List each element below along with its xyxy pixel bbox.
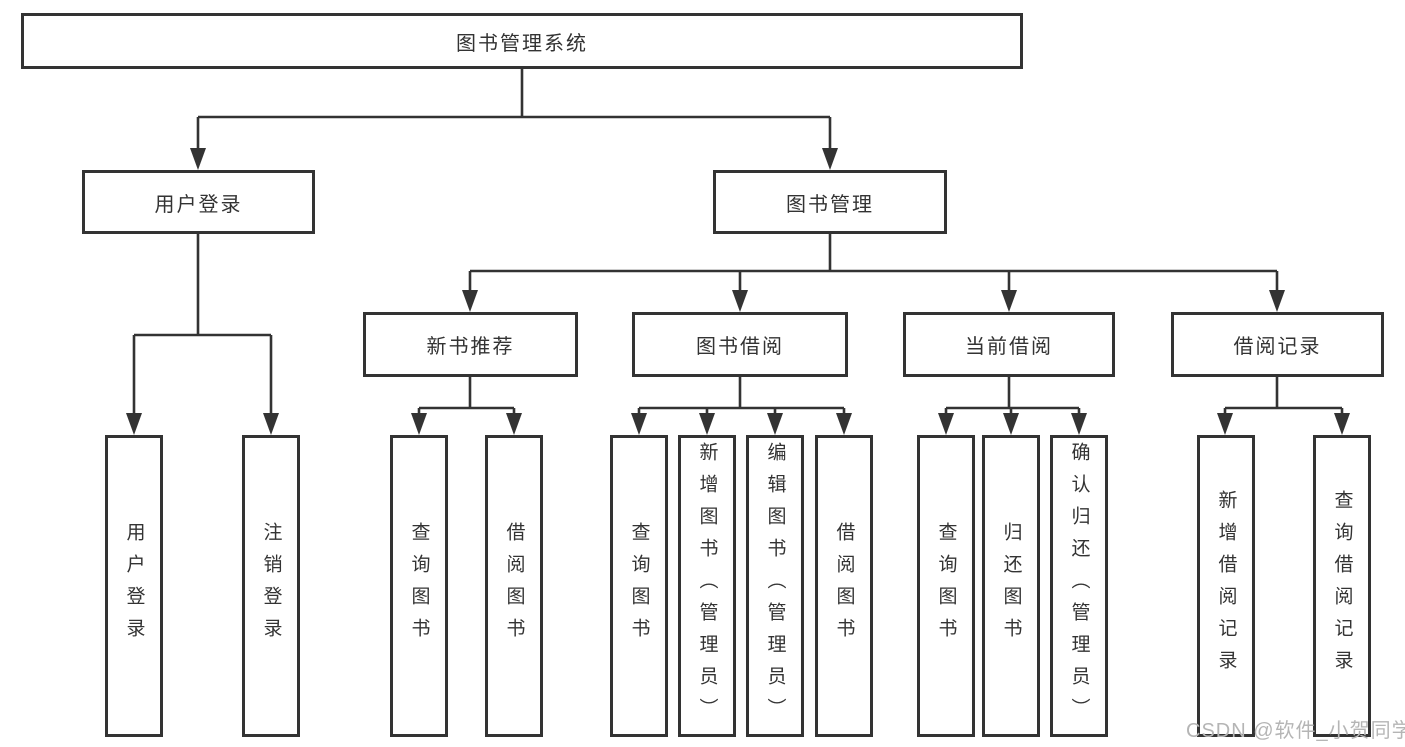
- leaf-return-books-label: 归还图书: [1000, 522, 1022, 650]
- node-book-borrowing-label: 图书借阅: [696, 336, 784, 358]
- node-root-label: 图书管理系统: [456, 32, 588, 55]
- leaf-query-books-1: 查询图书: [390, 435, 448, 737]
- node-user-login-label: 用户登录: [154, 193, 243, 216]
- leaf-add-borrow-record: 新增借阅记录: [1197, 435, 1255, 737]
- leaf-borrow-books-2-label: 借阅图书: [833, 522, 855, 650]
- leaf-add-books-admin: 新增图书（管理员）: [678, 435, 736, 737]
- leaf-confirm-return-admin-label: 确认归还（管理员）: [1068, 442, 1090, 730]
- node-book-borrowing: 图书借阅: [632, 312, 848, 377]
- leaf-user-login-label: 用户登录: [123, 522, 145, 650]
- leaf-borrow-books-1-label: 借阅图书: [503, 522, 525, 650]
- leaf-query-borrow-record-label: 查询借阅记录: [1331, 490, 1353, 682]
- leaf-user-login: 用户登录: [105, 435, 163, 737]
- csdn-watermark: CSDN @软件_小贺同学: [1186, 720, 1405, 742]
- node-new-book-recommend: 新书推荐: [363, 312, 578, 377]
- leaf-return-books: 归还图书: [982, 435, 1040, 737]
- node-root: 图书管理系统: [21, 13, 1023, 69]
- leaf-query-books-3-label: 查询图书: [935, 522, 957, 650]
- node-book-management: 图书管理: [713, 170, 947, 234]
- leaf-query-books-1-label: 查询图书: [408, 522, 430, 650]
- leaf-logout: 注销登录: [242, 435, 300, 737]
- leaf-logout-label: 注销登录: [260, 522, 282, 650]
- leaf-edit-books-admin-label: 编辑图书（管理员）: [764, 442, 786, 730]
- leaf-query-books-2: 查询图书: [610, 435, 668, 737]
- node-current-borrowing: 当前借阅: [903, 312, 1115, 377]
- leaf-confirm-return-admin: 确认归还（管理员）: [1050, 435, 1108, 737]
- leaf-borrow-books-2: 借阅图书: [815, 435, 873, 737]
- leaf-borrow-books-1: 借阅图书: [485, 435, 543, 737]
- node-current-borrowing-label: 当前借阅: [965, 336, 1053, 358]
- leaf-query-borrow-record: 查询借阅记录: [1313, 435, 1371, 737]
- node-new-book-recommend-label: 新书推荐: [426, 336, 515, 358]
- leaf-add-books-admin-label: 新增图书（管理员）: [696, 442, 718, 730]
- leaf-query-books-2-label: 查询图书: [628, 522, 650, 650]
- arrowhead-icons: [126, 148, 1350, 435]
- node-user-login: 用户登录: [82, 170, 315, 234]
- leaf-query-books-3: 查询图书: [917, 435, 975, 737]
- node-borrowing-records: 借阅记录: [1171, 312, 1384, 377]
- node-borrowing-records-label: 借阅记录: [1233, 336, 1322, 358]
- leaf-edit-books-admin: 编辑图书（管理员）: [746, 435, 804, 737]
- leaf-add-borrow-record-label: 新增借阅记录: [1215, 490, 1237, 682]
- node-book-management-label: 图书管理: [786, 193, 874, 216]
